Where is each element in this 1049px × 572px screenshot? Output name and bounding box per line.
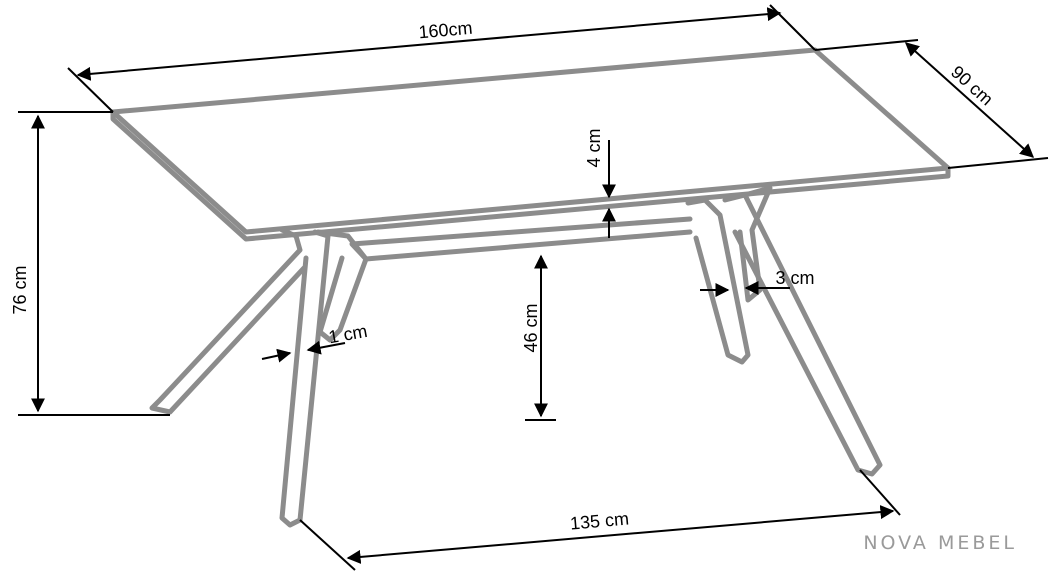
depth-dimension-line <box>904 42 1035 158</box>
brand-logo: NOVA MEBEL <box>863 532 1017 554</box>
right-rear-leg <box>685 197 751 365</box>
length-dimension-line <box>76 7 782 81</box>
left-front-leg <box>279 229 331 528</box>
height-label: 76 cm <box>10 265 30 314</box>
dimension-lines <box>18 4 1049 571</box>
left-bracket <box>315 229 369 343</box>
leg-span-dimension-line <box>346 505 895 564</box>
front-leg-arrow-left <box>261 348 292 363</box>
tabletop-surface <box>110 47 951 235</box>
rear-leg-width-label: 3 cm <box>775 268 814 288</box>
right-bracket <box>737 185 773 303</box>
thickness-label: 4 cm <box>584 128 604 167</box>
front-leg-width-label: 1 cm <box>327 321 369 347</box>
leg-span-label: 135 cm <box>569 508 630 533</box>
front-leg-arrow-right <box>306 340 346 355</box>
left-rear-leg <box>149 227 307 415</box>
right-front-leg <box>722 192 883 477</box>
length-label: 160cm <box>418 18 474 43</box>
tabletop-edge <box>110 109 951 242</box>
clearance-label: 46 cm <box>521 303 541 352</box>
table-drawing <box>110 47 951 528</box>
